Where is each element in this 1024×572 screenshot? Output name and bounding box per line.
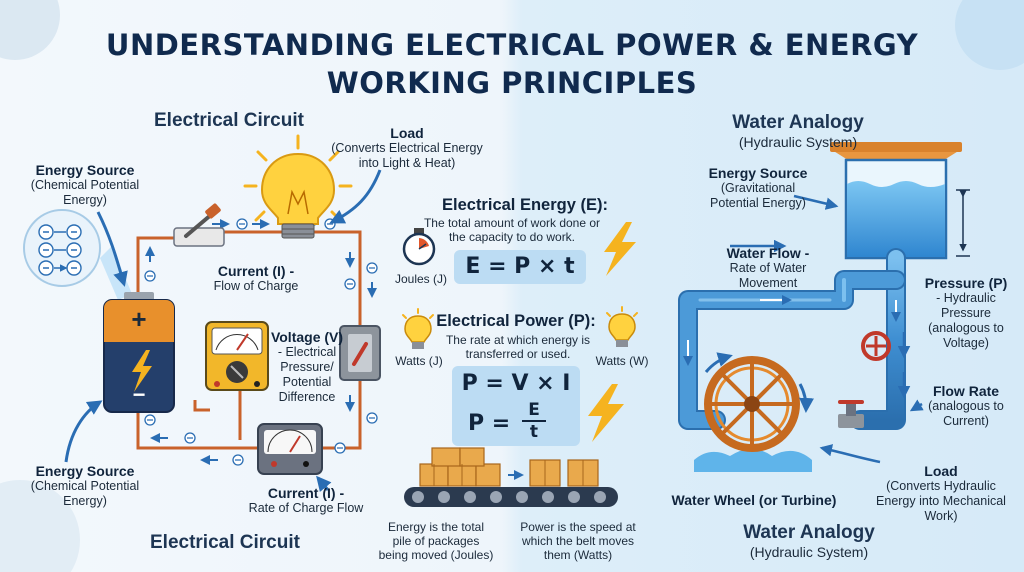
energy-source-desc-bottom: (Chemical Potential Energy) — [30, 479, 140, 508]
water-tank — [830, 142, 962, 260]
water-energy-source-desc: (Gravitational Potential Energy) — [710, 181, 806, 210]
watts-w-label: Watts (W) — [595, 354, 649, 368]
water-wheel — [694, 352, 815, 472]
load-title: Load — [390, 125, 424, 141]
voltmeter — [205, 321, 269, 391]
ammeter — [257, 423, 323, 475]
electrical-circuit-heading-top: Electrical Circuit — [154, 110, 304, 131]
voltage-desc: - Electrical Pressure/ Potential Differe… — [277, 345, 337, 404]
electron-bubble — [23, 209, 132, 300]
belt-energy-caption: Energy is the total pile of packages bei… — [378, 520, 494, 562]
power-formula-2-denominator: t — [529, 422, 539, 442]
voltage-title: Voltage (V) — [270, 329, 344, 345]
water-load-title: Load — [924, 463, 958, 479]
water-energy-source-label: Energy Source (Gravitational Potential E… — [700, 166, 816, 211]
current-title-top: Current (I) - — [217, 263, 295, 279]
watts-j-label: Watts (J) — [395, 354, 443, 368]
current-label-bottom: Current (I) - Rate of Charge Flow — [226, 486, 386, 516]
title-line-2: WORKING PRINCIPLES — [326, 66, 698, 100]
conveyor-belt — [404, 447, 618, 507]
energy-source-desc-top: (Chemical Potential Energy) — [30, 178, 140, 207]
stopwatch-icon — [402, 228, 436, 266]
water-flow-title: Water Flow - — [726, 245, 810, 261]
power-formula-box: P = V × I P = E t — [452, 366, 580, 446]
battery — [103, 292, 175, 413]
water-analogy-heading-bottom: Water Analogy (Hydraulic System) — [728, 522, 890, 560]
water-analogy-sub-top: (Hydraulic System) — [738, 134, 858, 150]
water-analogy-title-top: Water Analogy — [732, 112, 864, 133]
electrical-power-heading: Electrical Power (P): — [436, 312, 596, 330]
power-formula-1: P = V × I — [461, 371, 571, 396]
resistor-box — [339, 325, 381, 381]
energy-source-label-bottom: Energy Source (Chemical Potential Energy… — [16, 464, 154, 509]
electrical-energy-desc: The total amount of work done or the cap… — [423, 216, 601, 244]
belt-power-caption: Power is the speed at which the belt mov… — [520, 520, 636, 562]
water-wheel-label: Water Wheel (or Turbine) — [671, 492, 837, 508]
energy-formula: E = P × t — [454, 250, 586, 284]
water-energy-source-title: Energy Source — [708, 165, 808, 181]
energy-source-label-top: Energy Source (Chemical Potential Energy… — [16, 163, 154, 208]
flow-rate-desc: (analogous to Current) — [928, 399, 1004, 428]
water-label-arrows — [730, 194, 924, 464]
light-bulb — [243, 134, 353, 239]
energy-source-title-top: Energy Source — [35, 162, 135, 178]
switch — [173, 203, 225, 247]
current-desc-top: Flow of Charge — [213, 279, 299, 293]
flow-rate-title: Flow Rate — [932, 383, 1000, 399]
left-pointer-arrows — [64, 169, 382, 493]
electrical-energy-heading: Electrical Energy (E): — [442, 196, 608, 214]
water-flow-desc: Rate of Water Movement — [729, 261, 807, 290]
water-analogy-title-bottom: Water Analogy — [743, 522, 875, 543]
water-flow-label: Water Flow - Rate of Water Movement — [716, 246, 820, 291]
title-line-1: UNDERSTANDING ELECTRICAL POWER & ENERGY — [105, 28, 919, 62]
battery-minus-sign: − — [132, 382, 146, 407]
current-label-top: Current (I) - Flow of Charge — [196, 264, 316, 294]
power-formula-2-numerator: E — [522, 400, 546, 422]
joules-unit-label: Joules (J) — [394, 272, 447, 286]
energy-source-title-bottom: Energy Source — [35, 463, 135, 479]
battery-plus-sign: + — [131, 304, 147, 334]
pressure-label: Pressure (P) - Hydraulic Pressure (analo… — [916, 276, 1016, 351]
water-load-label: Load (Converts Hydraulic Energy into Mec… — [876, 464, 1006, 524]
load-label: Load (Converts Electrical Energy into Li… — [322, 126, 492, 171]
small-bulb-icons — [402, 306, 638, 349]
flow-rate-label: Flow Rate (analogous to Current) — [916, 384, 1016, 429]
page-title: UNDERSTANDING ELECTRICAL POWER & ENERGY … — [0, 26, 1024, 102]
water-load-desc: (Converts Hydraulic Energy into Mechanic… — [876, 479, 1006, 523]
water-analogy-sub-bottom: (Hydraulic System) — [749, 544, 869, 560]
electrical-circuit-heading-bottom: Electrical Circuit — [150, 532, 300, 553]
pressure-desc: - Hydraulic Pressure (analogous to Volta… — [928, 291, 1004, 350]
load-desc: (Converts Electrical Energy into Light &… — [331, 141, 483, 170]
power-formula-2-lhs: P = — [468, 411, 511, 436]
pressure-title: Pressure (P) — [924, 275, 1008, 291]
current-title-bottom: Current (I) - — [267, 485, 345, 501]
current-desc-bottom: Rate of Charge Flow — [248, 501, 364, 515]
tank-height-marker — [956, 189, 970, 257]
voltage-label: Voltage (V) - Electrical Pressure/ Poten… — [266, 330, 348, 405]
water-analogy-heading-top: Water Analogy (Hydraulic System) — [728, 112, 868, 150]
valve — [838, 331, 891, 428]
electrical-power-desc: The rate at which energy is transferred … — [445, 333, 591, 361]
lightning-bolt-icon — [588, 222, 636, 442]
water-flow-arrows — [683, 295, 901, 366]
